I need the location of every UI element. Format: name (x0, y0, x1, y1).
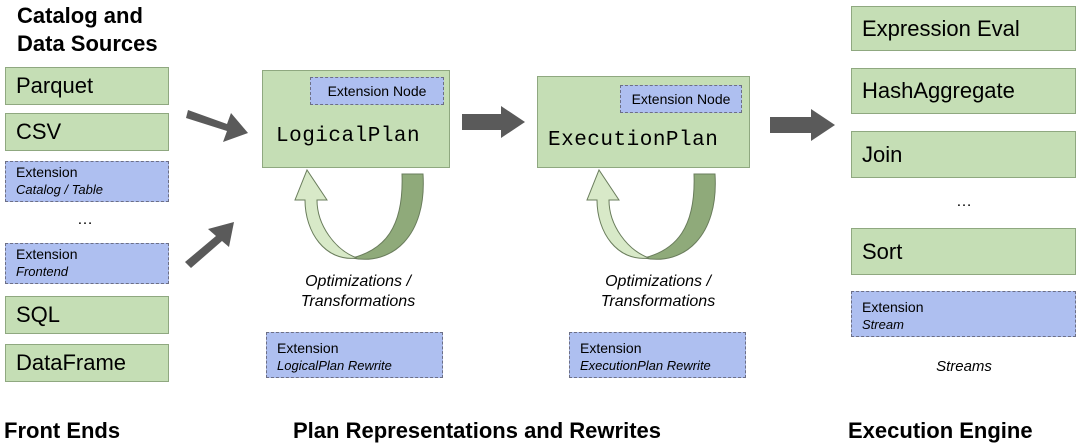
arrow-frontend-bottom (185, 222, 234, 268)
logical-plan-box: Extension Node LogicalPlan (262, 70, 450, 168)
logical-opt-line2: Transformations (300, 293, 416, 310)
front-ends-title: Catalog and Data Sources (17, 2, 158, 58)
logical-optimizations-caption: Optimizations / Transformations (280, 272, 436, 312)
join-label: Join (862, 141, 903, 167)
executionplan-rewrite-title: Extension (580, 340, 642, 356)
extension-frontend-sub: Frontend (16, 264, 69, 279)
execution-extension-node: Extension Node (620, 85, 742, 113)
dataframe-box: DataFrame (5, 344, 169, 382)
csv-label: CSV (16, 119, 62, 144)
streams-caption: Streams (936, 358, 992, 375)
executionplan-rewrite-sub: ExecutionPlan Rewrite (580, 358, 711, 373)
arrow-exec-to-engine (770, 109, 835, 141)
join-box: Join (851, 131, 1076, 178)
execution-extension-node-label: Extension Node (631, 91, 731, 107)
sql-box: SQL (5, 296, 169, 334)
plan-footer: Plan Representations and Rewrites (293, 418, 661, 443)
parquet-label: Parquet (16, 73, 94, 98)
executionplan-rewrite-box: Extension ExecutionPlan Rewrite (569, 332, 746, 378)
execution-optimization-loop-icon (586, 168, 716, 260)
expression-eval-box: Expression Eval (851, 6, 1076, 51)
execution-plan-box: Extension Node ExecutionPlan (537, 76, 750, 168)
logical-opt-line1: Optimizations / (305, 273, 411, 290)
extension-frontend-box: Extension Frontend (5, 243, 169, 284)
csv-box: CSV (5, 113, 169, 151)
arrow-logical-to-exec (462, 106, 525, 138)
logical-plan-label: LogicalPlan (276, 125, 421, 148)
exec-opt-line1: Optimizations / (605, 273, 711, 290)
logicalplan-rewrite-sub: LogicalPlan Rewrite (277, 358, 392, 373)
engine-ellipsis: … (956, 193, 972, 210)
extension-catalog-box: Extension Catalog / Table (5, 161, 169, 202)
front-ends-title-line2: Data Sources (17, 31, 158, 56)
dataframe-label: DataFrame (16, 350, 127, 375)
front-ends-footer: Front Ends (4, 418, 121, 443)
logical-extension-node-label: Extension Node (327, 83, 427, 99)
execution-plan-label: ExecutionPlan (548, 129, 719, 152)
sql-label: SQL (16, 302, 61, 327)
extension-stream-title: Extension (862, 299, 924, 315)
logicalplan-rewrite-box: Extension LogicalPlan Rewrite (266, 332, 443, 378)
sort-box: Sort (851, 228, 1076, 275)
extension-stream-box: Extension Stream (851, 291, 1076, 337)
extension-frontend-title: Extension (16, 246, 78, 262)
extension-catalog-title: Extension (16, 164, 78, 180)
logical-extension-node: Extension Node (310, 77, 444, 105)
hash-aggregate-box: HashAggregate (851, 68, 1076, 114)
logical-optimization-loop-icon (294, 168, 424, 260)
execution-optimizations-caption: Optimizations / Transformations (580, 272, 736, 312)
sort-label: Sort (862, 238, 903, 264)
extension-stream-sub: Stream (862, 317, 904, 332)
engine-footer: Execution Engine (848, 418, 1033, 443)
exec-opt-line2: Transformations (600, 293, 716, 310)
front-ends-title-line1: Catalog and (17, 3, 143, 28)
extension-catalog-sub: Catalog / Table (16, 182, 103, 197)
front-ends-ellipsis: … (77, 211, 93, 228)
expression-eval-label: Expression Eval (862, 15, 1020, 41)
arrow-frontend-top (186, 110, 248, 142)
hash-aggregate-label: HashAggregate (862, 78, 1015, 103)
parquet-box: Parquet (5, 67, 169, 105)
logicalplan-rewrite-title: Extension (277, 340, 339, 356)
